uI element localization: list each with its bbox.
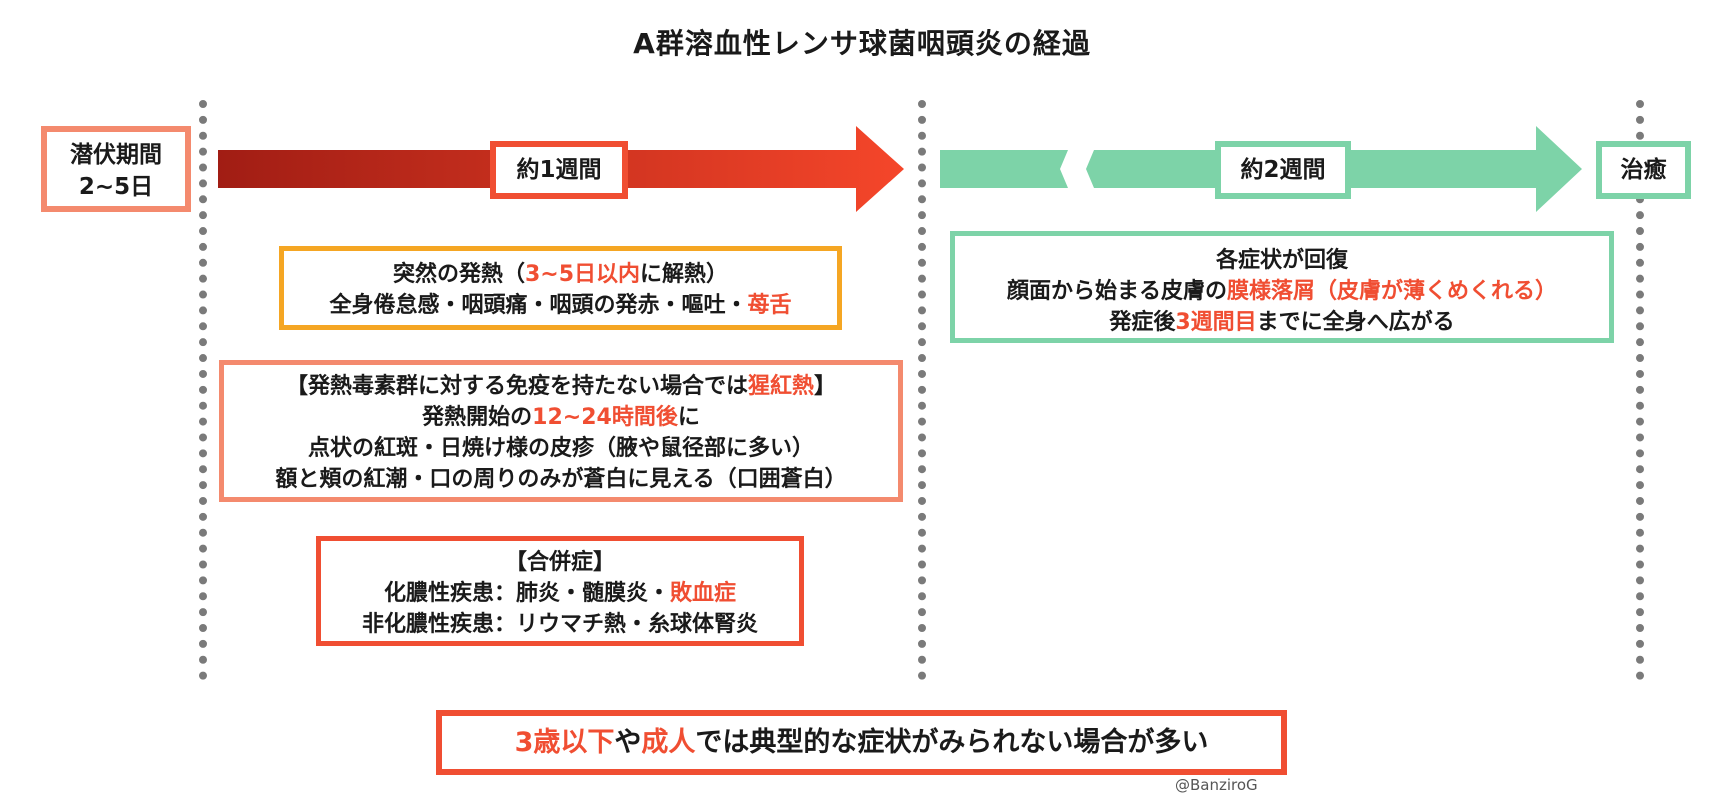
rash-onset-line: 発熱開始の12~24時間後に: [422, 405, 700, 430]
cure-label: 治癒: [1596, 141, 1691, 199]
symptoms-line: 全身倦怠感・咽頭痛・咽頭の発赤・嘔吐・苺舌: [329, 293, 792, 318]
suppurative-line: 化膿性疾患：肺炎・髄膜炎・敗血症: [383, 581, 737, 606]
recovery-box: 各症状が回復 顔面から始まる皮膚の膜様落屑（皮膚が薄くめくれる） 発症後3週間目…: [950, 231, 1614, 343]
desquamation-line: 顔面から始まる皮膚の膜様落屑（皮膚が薄くめくれる）: [1006, 279, 1558, 304]
recovery-heading: 各症状が回復: [1215, 248, 1348, 273]
fever-line: 突然の発熱（3~5日以内に解熱）: [392, 262, 729, 287]
rash-description-line: 点状の紅斑・日焼け様の皮疹（腋や鼠径部に多い）: [307, 436, 814, 461]
spread-line: 発症後3週間目までに全身へ広がる: [1109, 310, 1455, 335]
incubation-duration: 2~5日: [78, 174, 154, 200]
author-credit: @BanziroG: [1175, 776, 1258, 794]
atypical-note-box: 3歳以下や成人では典型的な症状がみられない場合が多い: [436, 710, 1287, 775]
facial-flush-line: 額と頬の紅潮・口の周りのみが蒼白に見える（口囲蒼白）: [275, 467, 847, 492]
scarlet-fever-heading: 【発熱毒素群に対する免疫を持たない場合では猩紅熱】: [285, 374, 837, 399]
incubation-period-box: 潜伏期間 2~5日: [41, 126, 191, 212]
non-suppurative-line: 非化膿性疾患：リウマチ熱・糸球体腎炎: [361, 612, 758, 637]
scarlet-fever-box: 【発熱毒素群に対する免疫を持たない場合では猩紅熱】 発熱開始の12~24時間後に…: [219, 360, 903, 502]
separator-line-middle: [918, 100, 926, 680]
separator-line-start: [199, 100, 207, 680]
complications-box: 【合併症】 化膿性疾患：肺炎・髄膜炎・敗血症 非化膿性疾患：リウマチ熱・糸球体腎…: [316, 536, 804, 646]
separator-line-end: [1636, 100, 1644, 680]
phase2-duration-label: 約2週間: [1215, 141, 1351, 199]
incubation-label: 潜伏期間: [70, 142, 162, 168]
diagram-title: A群溶血性レンサ球菌咽頭炎の経過: [633, 27, 1091, 60]
complications-heading: 【合併症】: [504, 550, 615, 575]
initial-symptoms-box: 突然の発熱（3~5日以内に解熱） 全身倦怠感・咽頭痛・咽頭の発赤・嘔吐・苺舌: [279, 246, 842, 330]
phase1-duration-label: 約1週間: [490, 141, 628, 199]
